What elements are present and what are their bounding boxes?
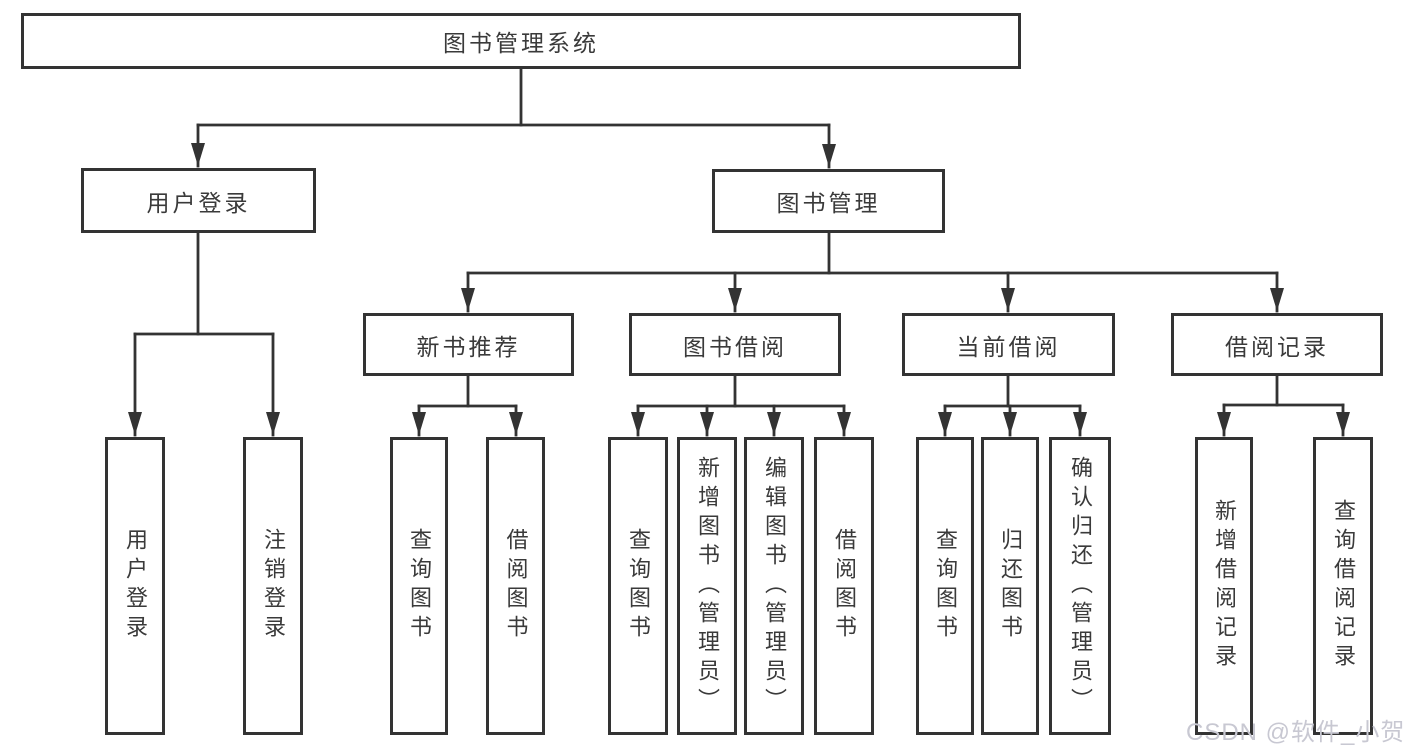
node-root-system: 图书管理系统: [21, 13, 1021, 69]
node-user-login: 用户登录: [81, 168, 316, 233]
node-new-book-recommend: 新书推荐: [363, 313, 574, 376]
leaf-add-book-admin: 新增图书（管理员）: [677, 437, 737, 735]
leaf-borrow-books-recommend: 借阅图书: [486, 437, 545, 735]
node-book-management: 图书管理: [712, 169, 945, 233]
node-book-borrow: 图书借阅: [629, 313, 841, 376]
node-borrow-records: 借阅记录: [1171, 313, 1383, 376]
leaf-confirm-return-admin: 确认归还（管理员）: [1049, 437, 1111, 735]
leaf-borrow-books: 借阅图书: [814, 437, 874, 735]
leaf-query-borrow-record: 查询借阅记录: [1313, 437, 1373, 735]
leaf-query-books-current: 查询图书: [916, 437, 974, 735]
csdn-watermark: CSDN @软件_小贺同学: [1186, 719, 1405, 746]
leaf-return-book: 归还图书: [981, 437, 1039, 735]
node-current-borrow: 当前借阅: [902, 313, 1115, 376]
leaf-add-borrow-record: 新增借阅记录: [1195, 437, 1253, 735]
leaf-user-login: 用户登录: [105, 437, 165, 735]
leaf-query-books-borrow: 查询图书: [608, 437, 668, 735]
leaf-logout: 注销登录: [243, 437, 303, 735]
leaf-edit-book-admin: 编辑图书（管理员）: [744, 437, 804, 735]
leaf-query-books-recommend: 查询图书: [390, 437, 448, 735]
